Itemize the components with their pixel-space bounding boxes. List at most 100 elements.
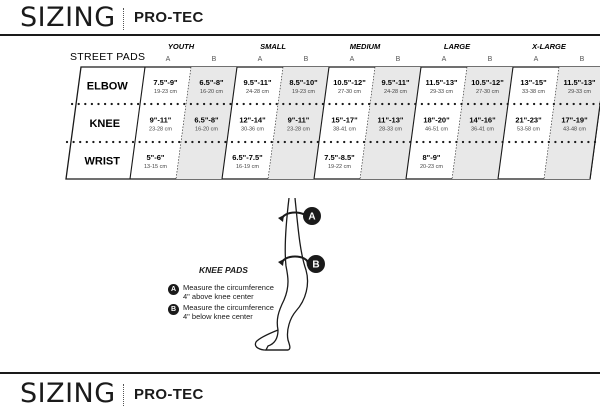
row-label: ELBOW — [87, 81, 129, 93]
cell-cm: 24-28 cm — [384, 89, 407, 95]
step-a-line2: 4" above knee center — [183, 292, 254, 301]
measure-arrow-a-left-head — [278, 215, 284, 222]
column-divider — [543, 66, 560, 180]
cell-cm: 19-23 cm — [292, 89, 315, 95]
cell-cm: 16-20 cm — [200, 89, 223, 95]
knee-pads-title: KNEE PADS — [199, 265, 248, 275]
header-band: SIZING PRO-TEC — [0, 0, 600, 36]
cell-inches: 9.5"-11" — [244, 78, 272, 87]
cell-inches: 10.5"-12" — [471, 78, 504, 87]
shaded-column-b — [268, 67, 329, 179]
cell-inches: 10.5"-12" — [333, 78, 366, 87]
step-b-line1: Measure the circumference — [183, 303, 274, 312]
shaded-column-b — [176, 67, 237, 179]
cell-cm: 27-30 cm — [338, 89, 361, 95]
step-a-text: Measure the circumference 4" above knee … — [183, 283, 274, 301]
badge-b-circle — [307, 255, 325, 273]
cell-inches: 7.5"-8.5" — [324, 153, 355, 162]
chart-title: STREET PADS — [70, 51, 145, 63]
cell-cm: 46-51 cm — [425, 127, 448, 133]
measure-arrow-b-left-head — [278, 259, 284, 266]
badge-a-label: A — [308, 212, 315, 223]
cell-cm: 38-41 cm — [333, 127, 356, 133]
cell-inches: 11.5"-13" — [563, 78, 596, 87]
size-heading: X-LARGE — [531, 42, 567, 51]
size-heading: YOUTH — [168, 42, 195, 51]
cell-cm: 36-41 cm — [471, 127, 494, 133]
cell-cm: 43-48 cm — [563, 127, 586, 133]
cell-cm: 27-30 cm — [476, 89, 499, 95]
cell-cm: 16-19 cm — [236, 164, 259, 170]
step-b-badge: B — [168, 304, 179, 315]
cell-inches: 8"-9" — [423, 153, 441, 162]
column-letter: B — [212, 56, 217, 63]
cell-cm: 29-33 cm — [430, 89, 453, 95]
column-divider — [359, 66, 376, 180]
knee-pads-step-b: B Measure the circumference 4" below kne… — [168, 303, 274, 321]
footer-brand-logo: PRO-TEC — [134, 386, 204, 403]
cell-inches: 5"-6" — [147, 153, 165, 162]
footer-divider — [123, 384, 124, 406]
cell-inches: 6.5"-8" — [194, 116, 219, 125]
cell-inches: 11.5"-13" — [425, 78, 458, 87]
cell-cm: 16-20 cm — [195, 127, 218, 133]
size-heading: SMALL — [260, 42, 286, 51]
shaded-column-b — [544, 67, 600, 179]
cell-inches: 6.5"-8" — [199, 78, 224, 87]
cell-inches: 14"-16" — [469, 116, 496, 125]
size-divider — [589, 100, 600, 180]
knee-pads-step-a: A Measure the circumference 4" above kne… — [168, 283, 274, 301]
step-a-line1: Measure the circumference — [183, 283, 274, 292]
size-divider — [221, 66, 238, 180]
cell-cm: 33-38 cm — [522, 89, 545, 95]
cell-inches: 18"-20" — [423, 116, 450, 125]
column-letter: A — [442, 56, 447, 63]
cell-cm: 30-36 cm — [241, 127, 264, 133]
column-letter: A — [166, 56, 171, 63]
footer-band: SIZING PRO-TEC — [0, 372, 600, 412]
column-divider — [451, 66, 468, 180]
badge-a-circle — [303, 207, 321, 225]
cell-cm: 19-22 cm — [328, 164, 351, 170]
cell-cm: 20-23 cm — [420, 164, 443, 170]
cell-inches: 11"-13" — [378, 116, 404, 125]
cell-inches: 17"-19" — [561, 116, 588, 125]
cell-cm: 23-28 cm — [287, 127, 310, 133]
column-letter: A — [350, 56, 355, 63]
row-label: KNEE — [89, 118, 120, 130]
column-letter: B — [488, 56, 493, 63]
size-divider — [497, 66, 514, 180]
cell-inches: 12"-14" — [239, 116, 266, 125]
cell-inches: 9"-11" — [150, 116, 172, 125]
column-letter: A — [534, 56, 539, 63]
column-divider — [267, 66, 284, 180]
column-divider — [175, 66, 192, 180]
column-letter: B — [396, 56, 401, 63]
cell-cm: 23-28 cm — [149, 127, 172, 133]
step-a-badge: A — [168, 284, 179, 295]
size-heading: LARGE — [444, 42, 471, 51]
shaded-column-b — [452, 67, 513, 179]
cell-cm: 19-23 cm — [154, 89, 177, 95]
size-divider — [129, 66, 146, 180]
cell-inches: 9.5"-11" — [382, 78, 410, 87]
cell-inches: 15"-17" — [331, 116, 358, 125]
column-letter: B — [580, 56, 585, 63]
cell-inches: 9"-11" — [288, 116, 310, 125]
header-brand-logo: PRO-TEC — [134, 9, 204, 26]
cell-cm: 24-28 cm — [246, 89, 269, 95]
cell-inches: 7.5"-9" — [153, 78, 178, 87]
header-title: SIZING — [20, 2, 116, 33]
footer-title: SIZING — [20, 378, 116, 409]
column-letter: A — [258, 56, 263, 63]
step-b-text: Measure the circumference 4" below knee … — [183, 303, 274, 321]
cell-inches: 13"-15" — [520, 78, 547, 87]
leg-outline — [264, 198, 309, 351]
column-letter: B — [304, 56, 309, 63]
cell-inches: 6.5"-7.5" — [232, 153, 263, 162]
header-divider — [123, 8, 124, 30]
knee-measure-figure: A B — [254, 198, 325, 351]
cell-inches: 8.5"-10" — [289, 78, 318, 87]
badge-b-label: B — [312, 260, 319, 271]
